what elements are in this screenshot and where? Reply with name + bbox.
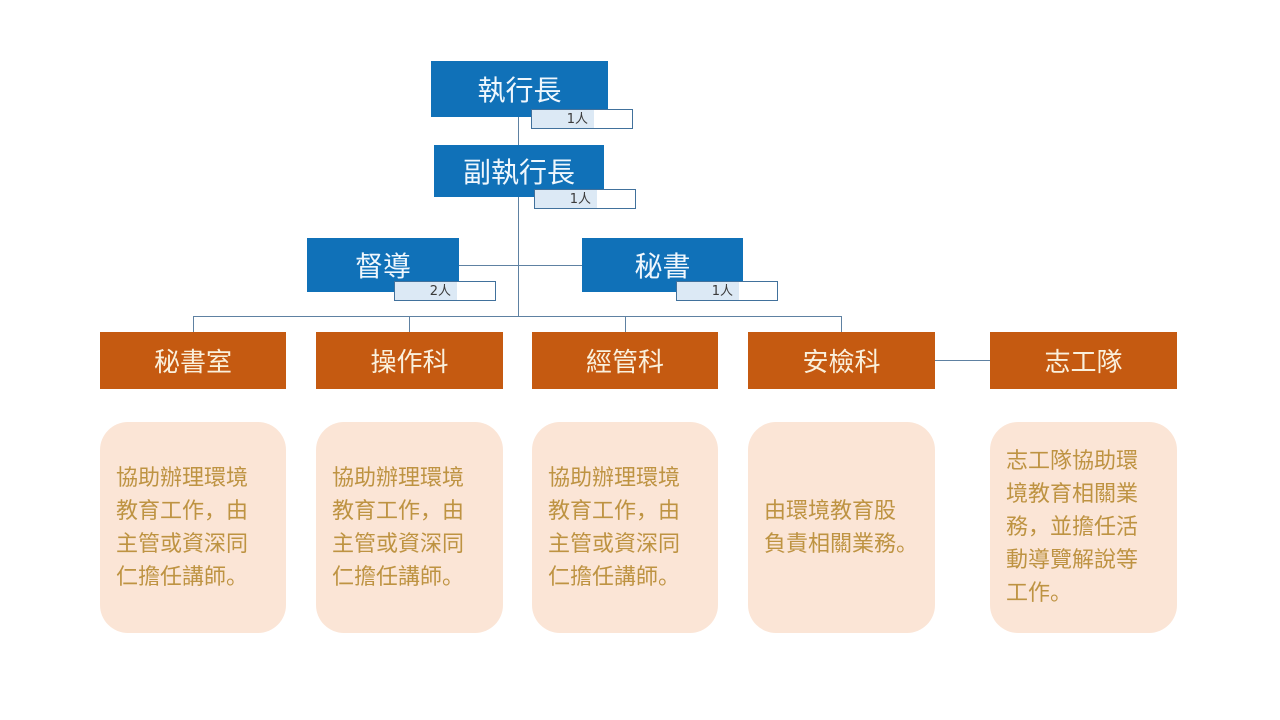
- node-dept-operations: 操作科: [316, 332, 503, 389]
- node-dept-secretariat: 秘書室: [100, 332, 286, 389]
- connector-deputy-trunk: [518, 197, 519, 316]
- connector-secretary-trunk: [518, 265, 582, 266]
- node-dept-safety-inspection: 安檢科: [748, 332, 935, 389]
- dept-description-card-volunteer-team: 志工隊協助環 境教育相關業 務，並擔任活 動導覽解說等 工作。: [990, 422, 1177, 633]
- node-supervisor-label: 督導: [354, 250, 411, 283]
- dept-description-text: 協助辦理環境 教育工作，由 主管或資深同 仁擔任講師。: [548, 465, 681, 590]
- dept-label: 操作科: [370, 348, 449, 378]
- node-ceo-label: 執行長: [477, 74, 562, 107]
- connector-supervisor-trunk: [459, 265, 518, 266]
- node-ceo: 執行長: [431, 61, 608, 117]
- node-deputy-ceo-label: 副執行長: [462, 156, 575, 189]
- ceo-headcount-value: 1人: [566, 111, 588, 127]
- connector-drop-dept-4: [841, 316, 842, 332]
- connector-drop-dept-2: [409, 316, 410, 332]
- node-dept-management: 經管科: [532, 332, 718, 389]
- dept-description-text: 協助辦理環境 教育工作，由 主管或資深同 仁擔任講師。: [116, 465, 249, 590]
- deputy-headcount-badge: 1人: [534, 189, 636, 209]
- deputy-headcount-shade: 1人: [535, 190, 597, 208]
- node-secretary: 秘書: [582, 238, 743, 292]
- dept-label: 秘書室: [153, 348, 232, 378]
- dept-description-card-safety-inspection: 由環境教育股 負責相關業務。: [748, 422, 935, 633]
- connector-distribution-line: [193, 316, 841, 317]
- supervisor-headcount-value: 2人: [429, 283, 451, 299]
- dept-label: 經管科: [585, 348, 664, 378]
- supervisor-headcount-badge: 2人: [394, 281, 496, 301]
- ceo-headcount-shade: 1人: [532, 110, 594, 128]
- ceo-headcount-badge: 1人: [531, 109, 633, 129]
- secretary-headcount-value: 1人: [711, 283, 733, 299]
- node-deputy-ceo: 副執行長: [434, 145, 604, 197]
- connector-ceo-deputy: [518, 117, 519, 145]
- connector-dept4-dept5: [935, 360, 990, 361]
- secretary-headcount-shade: 1人: [677, 282, 739, 300]
- dept-label: 安檢科: [802, 348, 881, 378]
- deputy-headcount-value: 1人: [569, 191, 591, 207]
- dept-description-text: 志工隊協助環 境教育相關業 務，並擔任活 動導覽解說等 工作。: [1006, 449, 1139, 606]
- node-secretary-label: 秘書: [634, 250, 691, 283]
- connector-drop-dept-1: [193, 316, 194, 332]
- dept-description-card-management: 協助辦理環境 教育工作，由 主管或資深同 仁擔任講師。: [532, 422, 718, 633]
- dept-description-card-operations: 協助辦理環境 教育工作，由 主管或資深同 仁擔任講師。: [316, 422, 503, 633]
- dept-description-text: 協助辦理環境 教育工作，由 主管或資深同 仁擔任講師。: [332, 465, 465, 590]
- node-dept-volunteer-team: 志工隊: [990, 332, 1177, 389]
- connector-drop-dept-3: [625, 316, 626, 332]
- dept-label: 志工隊: [1044, 348, 1123, 378]
- dept-description-card-secretariat: 協助辦理環境 教育工作，由 主管或資深同 仁擔任講師。: [100, 422, 286, 633]
- supervisor-headcount-shade: 2人: [395, 282, 457, 300]
- secretary-headcount-badge: 1人: [676, 281, 778, 301]
- dept-description-text: 由環境教育股 負責相關業務。: [764, 498, 919, 557]
